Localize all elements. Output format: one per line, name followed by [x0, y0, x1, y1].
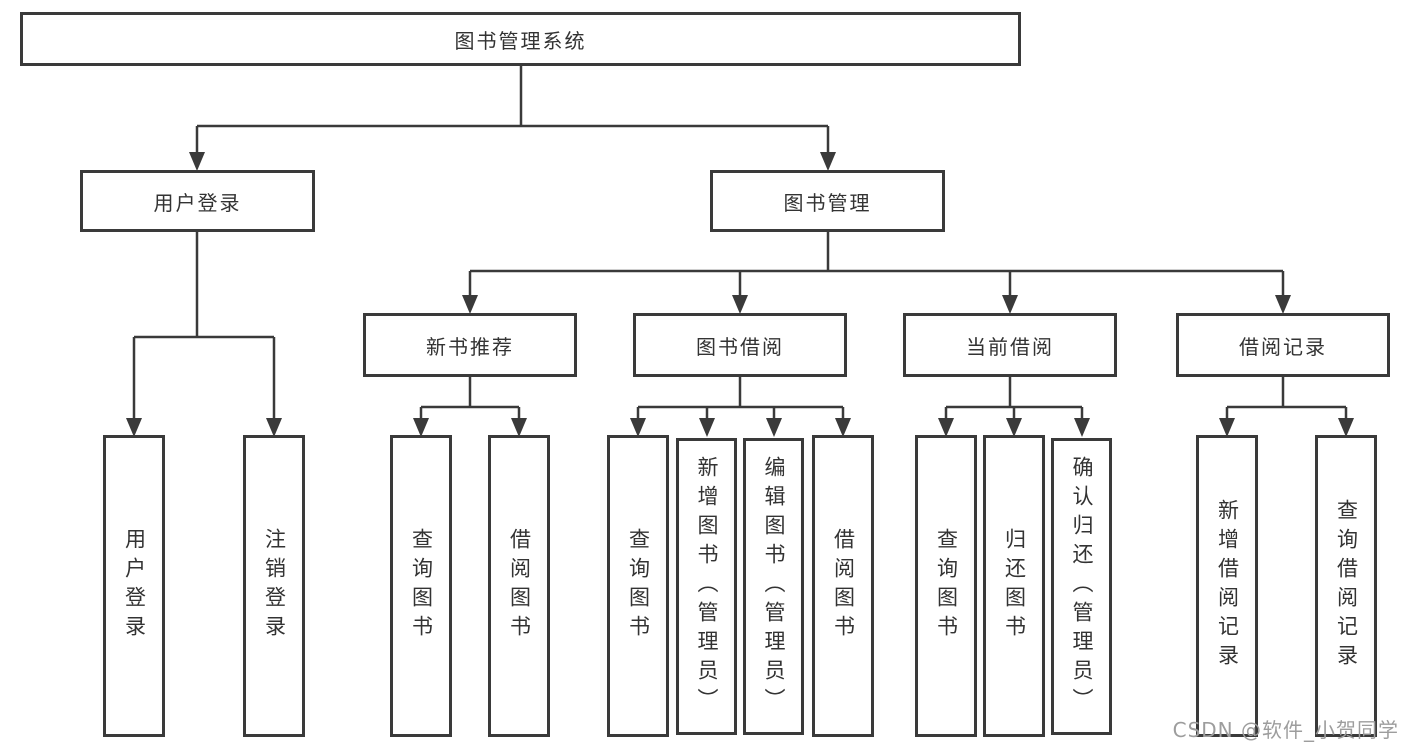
leaf-borrow-books-1: 借阅图书: [488, 435, 550, 737]
leaf-borrow-books-1-label: 借阅图书: [507, 528, 532, 644]
leaf-user-login: 用户登录: [103, 435, 165, 737]
node-borrow-records: 借阅记录: [1176, 313, 1390, 377]
node-book-management: 图书管理: [710, 170, 945, 232]
node-current-borrow-label: 当前借阅: [966, 334, 1054, 359]
leaf-borrow-books-2-label: 借阅图书: [831, 528, 856, 644]
leaf-query-books-1-label: 查询图书: [409, 528, 434, 644]
leaf-query-borrow-record-label: 查询借阅记录: [1334, 499, 1359, 673]
leaf-logout-label: 注销登录: [262, 528, 287, 644]
leaf-query-books-3-label: 查询图书: [934, 528, 959, 644]
node-user-login: 用户登录: [80, 170, 315, 232]
leaf-edit-book-admin: 编辑图书（管理员）: [743, 438, 804, 735]
node-borrow-records-label: 借阅记录: [1239, 334, 1327, 359]
leaf-add-borrow-record: 新增借阅记录: [1196, 435, 1258, 737]
leaf-add-book-admin: 新增图书（管理员）: [676, 438, 737, 735]
node-new-book-recommend: 新书推荐: [363, 313, 577, 377]
leaf-query-books-2-label: 查询图书: [626, 528, 651, 644]
node-new-book-recommend-label: 新书推荐: [426, 334, 514, 359]
leaf-confirm-return-admin: 确认归还（管理员）: [1051, 438, 1112, 735]
csdn-watermark: CSDN @软件_小贺同学: [1172, 718, 1399, 742]
leaf-query-borrow-record: 查询借阅记录: [1315, 435, 1377, 737]
leaf-query-books-3: 查询图书: [915, 435, 977, 737]
node-book-management-label: 图书管理: [783, 190, 872, 215]
leaf-query-books-2: 查询图书: [607, 435, 669, 737]
node-library-system: 图书管理系统: [20, 12, 1021, 66]
node-book-borrow: 图书借阅: [633, 313, 847, 377]
leaf-user-login-label: 用户登录: [122, 528, 147, 644]
node-library-system-label: 图书管理系统: [454, 28, 587, 53]
leaf-query-books-1: 查询图书: [390, 435, 452, 737]
node-current-borrow: 当前借阅: [903, 313, 1117, 377]
leaf-confirm-return-admin-label: 确认归还（管理员）: [1070, 456, 1095, 717]
leaf-add-borrow-record-label: 新增借阅记录: [1215, 499, 1240, 673]
node-book-borrow-label: 图书借阅: [696, 334, 784, 359]
leaf-borrow-books-2: 借阅图书: [812, 435, 874, 737]
leaf-logout: 注销登录: [243, 435, 305, 737]
leaf-edit-book-admin-label: 编辑图书（管理员）: [762, 456, 787, 717]
leaf-return-book: 归还图书: [983, 435, 1045, 737]
node-user-login-label: 用户登录: [153, 190, 242, 215]
leaf-add-book-admin-label: 新增图书（管理员）: [695, 456, 720, 717]
leaf-return-book-label: 归还图书: [1002, 528, 1027, 644]
